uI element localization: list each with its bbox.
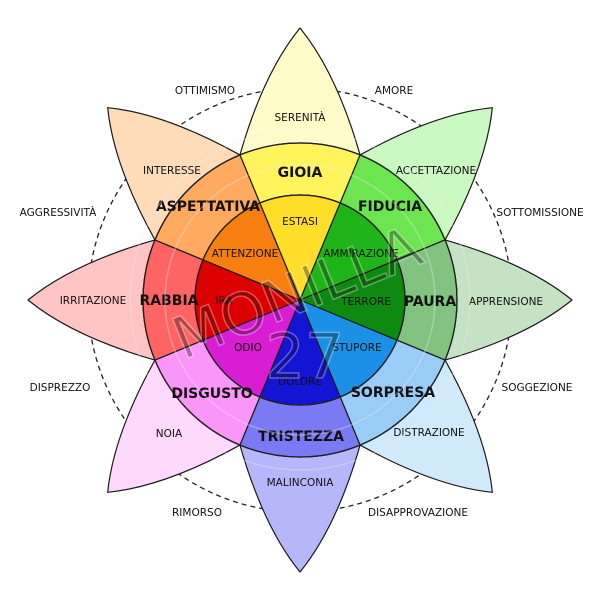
dyad-label-ottimismo: OTTIMISMO bbox=[175, 85, 235, 97]
middle-ring-boundary bbox=[142, 142, 458, 458]
label-sorpresa: SORPRESA bbox=[351, 385, 435, 401]
petals-group bbox=[27, 27, 573, 573]
label-estasi: ESTASI bbox=[282, 216, 318, 228]
label-distrazione: DISTRAZIONE bbox=[393, 427, 464, 439]
dyad-label-amore: AMORE bbox=[375, 85, 413, 97]
label-noia: NOIA bbox=[156, 428, 183, 440]
label-ammirazione: AMMIRAZIONE bbox=[323, 248, 399, 260]
label-gioia: GIOIA bbox=[278, 165, 323, 181]
dyad-label-disapprovazione: DISAPPROVAZIONE bbox=[368, 507, 468, 519]
label-accettazione: ACCETTAZIONE bbox=[396, 165, 476, 177]
label-stupore: STUPORE bbox=[332, 342, 381, 354]
inner-ring-boundary bbox=[194, 194, 406, 406]
label-serenita: SERENITÀ bbox=[275, 111, 327, 124]
label-paura: PAURA bbox=[404, 294, 457, 310]
label-aspettativa: ASPETTATIVA bbox=[156, 199, 260, 215]
dyad-label-soggezione: SOGGEZIONE bbox=[502, 382, 573, 394]
label-rabbia: RABBIA bbox=[139, 293, 198, 309]
dyad-label-aggressivita: AGGRESSIVITÀ bbox=[20, 206, 98, 219]
emotion-labels: SERENITÀ GIOIA ESTASI ACCETTAZIONE FIDUC… bbox=[60, 111, 543, 489]
label-ira: IRA bbox=[215, 295, 233, 307]
watermark-circle-inner bbox=[164, 164, 436, 436]
label-interesse: INTERESSE bbox=[143, 165, 201, 177]
label-attenzione: ATTENZIONE bbox=[212, 248, 279, 260]
label-odio: ODIO bbox=[234, 342, 262, 354]
label-fiducia: FIDUCIA bbox=[358, 199, 422, 215]
label-disgusto: DISGUSTO bbox=[171, 386, 252, 402]
label-terrore: TERRORE bbox=[340, 296, 391, 308]
dyad-label-rimorso: RIMORSO bbox=[172, 507, 222, 519]
dyad-label-sottomissione: SOTTOMISSIONE bbox=[496, 207, 583, 219]
label-malinconia: MALINCONIA bbox=[267, 477, 335, 489]
label-apprensione: APPRENSIONE bbox=[469, 296, 543, 308]
label-irritazione: IRRITAZIONE bbox=[60, 295, 127, 307]
watermark-number: 27 bbox=[266, 320, 345, 393]
dyad-labels: AMORE SOTTOMISSIONE SOGGEZIONE DISAPPROV… bbox=[20, 85, 584, 519]
dyad-label-disprezzo: DISPREZZO bbox=[30, 382, 91, 394]
petal-tristezza-basic bbox=[239, 396, 361, 458]
watermark-circle-outer bbox=[129, 129, 471, 471]
label-dolore: DOLORE bbox=[278, 376, 322, 388]
label-tristezza: TRISTEZZA bbox=[258, 429, 344, 445]
